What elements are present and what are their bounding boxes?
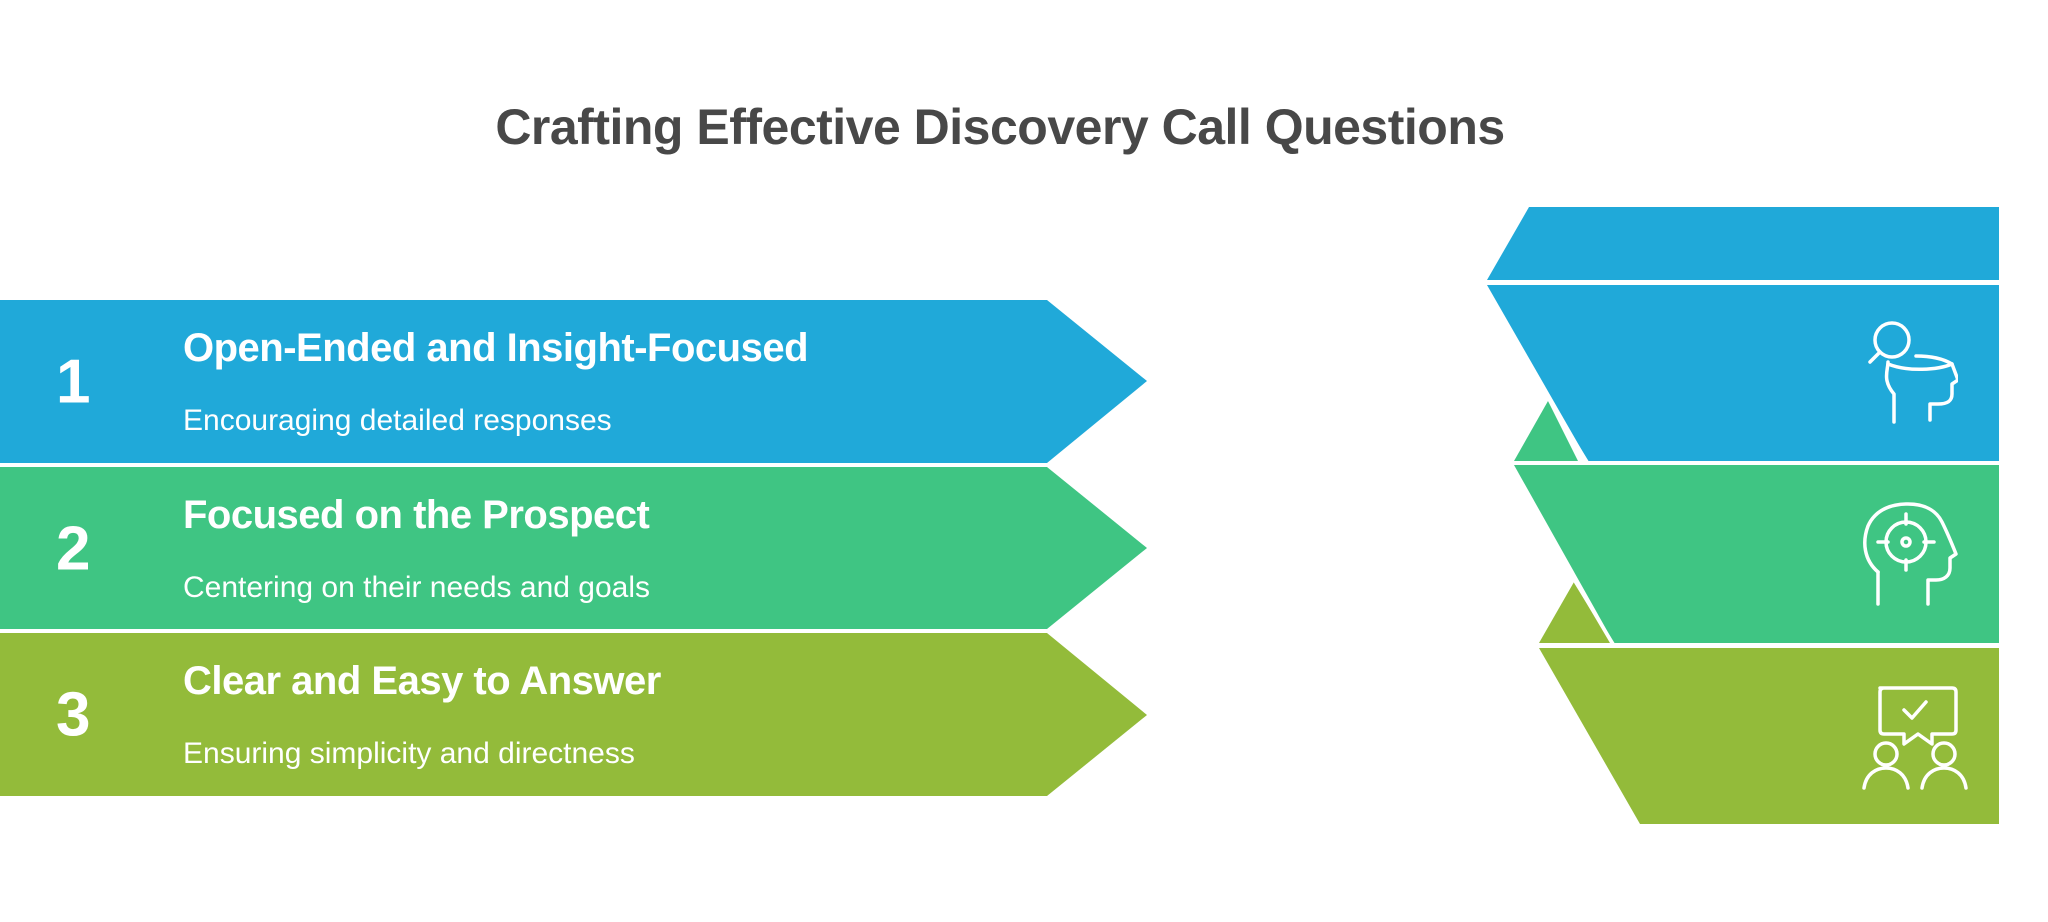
step-heading: Open-Ended and Insight-Focused [183, 326, 809, 370]
step-description: Encouraging detailed responses [183, 404, 612, 437]
step-2-arrow [0, 467, 1147, 629]
head-target-icon [1863, 502, 1958, 606]
step-3-arrow [0, 633, 1147, 796]
olive-tab-triangle [1539, 582, 1610, 643]
separator-line [1572, 579, 1616, 646]
step-1-block [1487, 285, 1999, 461]
green-tab-triangle [1514, 401, 1578, 461]
diagram-title: Crafting Effective Discovery Call Questi… [495, 99, 1505, 155]
step-3: 3 Clear and Easy to Answer Ensuring simp… [0, 633, 1150, 796]
step-3-block [1539, 648, 1999, 824]
step-heading: Clear and Easy to Answer [183, 659, 661, 703]
separator-line [1546, 397, 1590, 464]
step-heading: Focused on the Prospect [183, 493, 650, 537]
step-2: 2 Focused on the Prospect Centering on t… [0, 467, 1150, 630]
step-description: Ensuring simplicity and directness [183, 737, 635, 770]
step-description: Centering on their needs and goals [183, 571, 650, 604]
step-number: 1 [56, 347, 91, 416]
conversation-check-icon [1862, 686, 1968, 790]
step-number: 3 [56, 680, 91, 749]
person-magnifier-icon [1868, 321, 1958, 424]
step-number: 2 [56, 514, 91, 583]
step-1: 1 Open-Ended and Insight-Focused Encoura… [0, 300, 1150, 463]
step-1-arrow [0, 300, 1147, 463]
top-cap-band [1487, 207, 1999, 280]
